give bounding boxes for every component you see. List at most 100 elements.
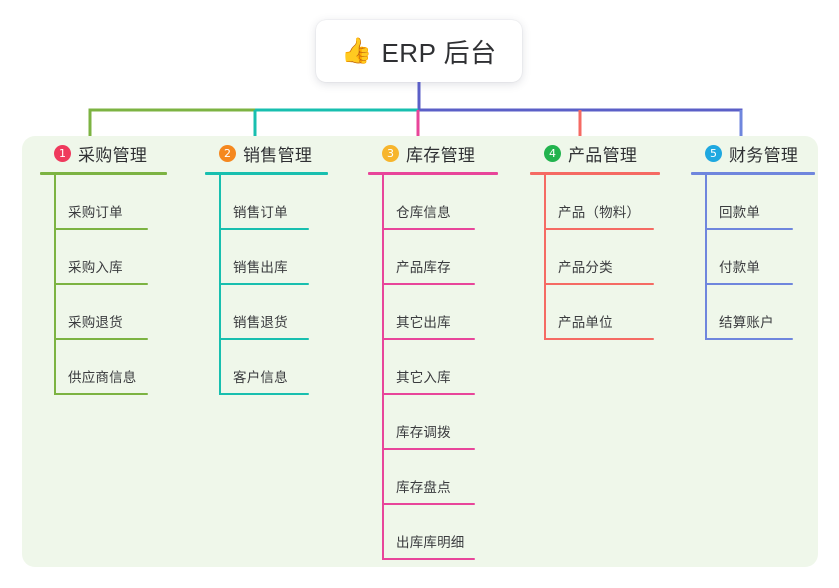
leaf-list-4: 产品（物料） 产品分类产品单位 xyxy=(530,175,690,340)
leaf-list-1: 采购订单采购入库采购退货供应商信息 xyxy=(40,175,190,395)
thumbs-up-icon: 👍 xyxy=(341,36,373,65)
leaf-node[interactable]: 产品分类 xyxy=(530,230,690,285)
leaf-node[interactable]: 产品库存 xyxy=(368,230,528,285)
leaf-label: 其它入库 xyxy=(396,370,451,385)
branch-column-2: 2 销售管理销售订单销售出库销售退货客户信息 xyxy=(205,136,355,395)
leaf-label: 销售订单 xyxy=(233,205,288,220)
leaf-label: 库存盘点 xyxy=(396,480,451,495)
leaf-underline xyxy=(544,228,654,230)
leaf-underline xyxy=(54,393,148,395)
leaf-node[interactable]: 产品（物料） xyxy=(530,175,690,230)
leaf-node[interactable]: 采购入库 xyxy=(40,230,190,285)
leaf-underline xyxy=(705,228,793,230)
leaf-underline xyxy=(219,338,309,340)
leaf-underline xyxy=(705,338,793,340)
branch-underline-1 xyxy=(40,172,167,175)
leaf-label: 产品单位 xyxy=(558,315,613,330)
leaf-underline xyxy=(382,558,475,560)
leaf-node[interactable]: 其它出库 xyxy=(368,285,528,340)
branch-header-3[interactable]: 3 库存管理 xyxy=(368,136,528,170)
leaf-node[interactable]: 库存调拨 xyxy=(368,395,528,450)
leaf-underline xyxy=(544,283,654,285)
leaf-node[interactable]: 回款单 xyxy=(691,175,839,230)
leaf-underline xyxy=(544,338,654,340)
leaf-node[interactable]: 采购退货 xyxy=(40,285,190,340)
branch-badge-5: 5 xyxy=(705,144,722,162)
leaf-label: 付款单 xyxy=(719,260,761,275)
leaf-underline xyxy=(219,393,309,395)
leaf-node[interactable]: 销售退货 xyxy=(205,285,355,340)
branch-columns: 1 采购管理采购订单采购入库采购退货供应商信息 2 销售管理销售订单销售出库销售退货客… xyxy=(22,136,818,567)
leaf-label: 仓库信息 xyxy=(396,205,451,220)
leaf-underline xyxy=(219,228,309,230)
branch-underline-3 xyxy=(368,172,498,175)
leaf-underline xyxy=(54,338,148,340)
leaf-label: 销售出库 xyxy=(233,260,288,275)
leaf-node[interactable]: 销售出库 xyxy=(205,230,355,285)
branch-underline-5 xyxy=(691,172,815,175)
leaf-label: 产品库存 xyxy=(396,260,451,275)
leaf-node[interactable]: 产品单位 xyxy=(530,285,690,340)
leaf-label: 其它出库 xyxy=(396,315,451,330)
leaf-node[interactable]: 采购订单 xyxy=(40,175,190,230)
branch-spine-5 xyxy=(705,175,707,340)
leaf-label: 供应商信息 xyxy=(68,370,137,385)
branch-column-1: 1 采购管理采购订单采购入库采购退货供应商信息 xyxy=(40,136,190,395)
leaf-label: 结算账户 xyxy=(719,315,774,330)
leaf-label: 库存调拨 xyxy=(396,425,451,440)
branch-column-4: 4 产品管理产品（物料） 产品分类产品单位 xyxy=(530,136,690,340)
leaf-label: 采购订单 xyxy=(68,205,123,220)
leaf-node[interactable]: 出库库明细 xyxy=(368,505,528,560)
branch-badge-2: 2 xyxy=(219,144,236,162)
branch-badge-1: 1 xyxy=(54,144,71,162)
branch-title-4: 产品管理 xyxy=(568,145,638,165)
leaf-node[interactable]: 结算账户 xyxy=(691,285,839,340)
branch-spine-4 xyxy=(544,175,546,340)
leaf-node[interactable]: 销售订单 xyxy=(205,175,355,230)
leaf-underline xyxy=(54,228,148,230)
leaf-node[interactable]: 其它入库 xyxy=(368,340,528,395)
branch-header-2[interactable]: 2 销售管理 xyxy=(205,136,355,170)
leaf-label: 采购入库 xyxy=(68,260,123,275)
branch-spine-3 xyxy=(382,175,384,560)
leaf-label: 采购退货 xyxy=(68,315,123,330)
leaf-underline xyxy=(705,283,793,285)
leaf-label: 回款单 xyxy=(719,205,761,220)
leaf-underline xyxy=(382,228,475,230)
branch-header-4[interactable]: 4 产品管理 xyxy=(530,136,690,170)
branch-column-5: 5 财务管理回款单付款单结算账户 xyxy=(691,136,839,340)
leaf-list-2: 销售订单销售出库销售退货客户信息 xyxy=(205,175,355,395)
leaf-label: 销售退货 xyxy=(233,315,288,330)
leaf-label: 出库库明细 xyxy=(396,535,465,550)
leaf-node[interactable]: 库存盘点 xyxy=(368,450,528,505)
leaf-node[interactable]: 仓库信息 xyxy=(368,175,528,230)
leaf-list-5: 回款单付款单结算账户 xyxy=(691,175,839,340)
leaf-underline xyxy=(382,448,475,450)
leaf-node[interactable]: 客户信息 xyxy=(205,340,355,395)
branch-badge-3: 3 xyxy=(382,144,399,162)
leaf-underline xyxy=(382,283,475,285)
branch-title-1: 采购管理 xyxy=(78,145,148,165)
branch-column-3: 3 库存管理仓库信息产品库存其它出库其它入库库存调拨库存盘点出库库明细 xyxy=(368,136,528,560)
leaf-underline xyxy=(382,338,475,340)
leaf-underline xyxy=(382,393,475,395)
root-node-label: ERP 后台 xyxy=(381,37,497,68)
branch-header-1[interactable]: 1 采购管理 xyxy=(40,136,190,170)
branch-title-5: 财务管理 xyxy=(729,145,799,165)
branch-badge-4: 4 xyxy=(544,144,561,162)
leaf-underline xyxy=(382,503,475,505)
branch-underline-4 xyxy=(530,172,660,175)
branch-underline-2 xyxy=(205,172,328,175)
branch-title-3: 库存管理 xyxy=(406,145,476,165)
leaf-node[interactable]: 供应商信息 xyxy=(40,340,190,395)
leaf-list-3: 仓库信息产品库存其它出库其它入库库存调拨库存盘点出库库明细 xyxy=(368,175,528,560)
branch-header-5[interactable]: 5 财务管理 xyxy=(691,136,839,170)
branch-title-2: 销售管理 xyxy=(243,145,313,165)
leaf-node[interactable]: 付款单 xyxy=(691,230,839,285)
leaf-label: 产品（物料） xyxy=(558,205,641,220)
leaf-underline xyxy=(54,283,148,285)
leaf-label: 产品分类 xyxy=(558,260,613,275)
root-node[interactable]: 👍 ERP 后台 xyxy=(316,20,522,82)
branch-spine-2 xyxy=(219,175,221,395)
